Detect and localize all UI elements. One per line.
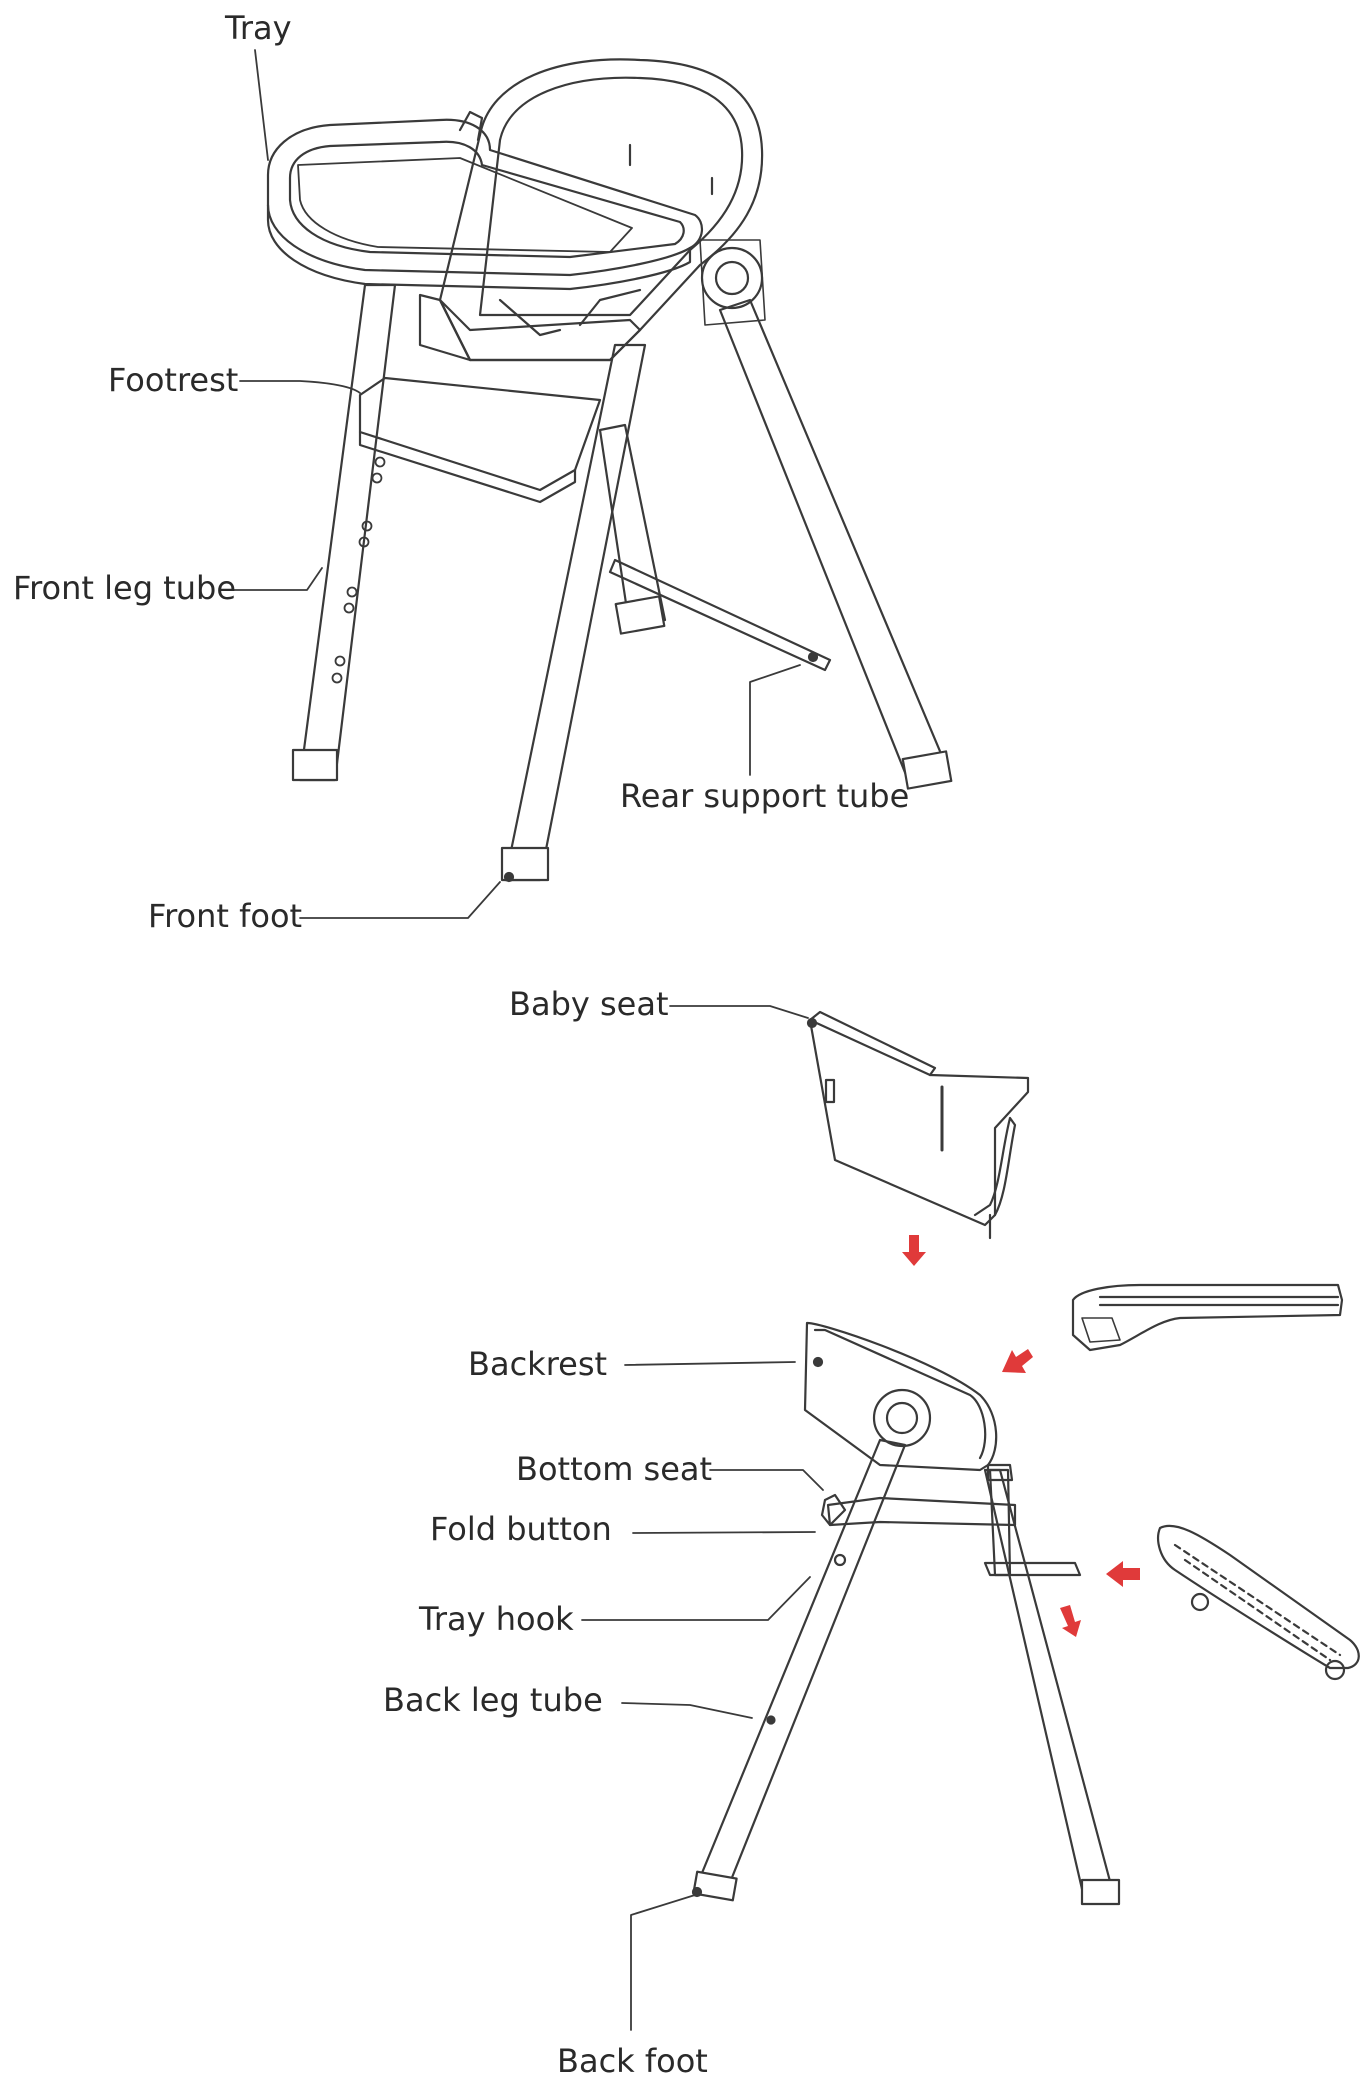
footrest-part [1157, 1524, 1360, 1681]
leader-front-leg-tube [227, 567, 323, 591]
label-tray-hook: Tray hook [419, 1600, 574, 1638]
seat-backrest-inner [478, 76, 744, 317]
leader-back-foot [630, 1894, 696, 2031]
seat-base [438, 298, 642, 362]
arrow-down-right [1060, 1605, 1081, 1637]
leader-tray-hook [581, 1576, 811, 1621]
baby-seat-part [806, 1010, 1030, 1240]
leader-back-leg-tube [621, 1702, 753, 1719]
footrest-shape [358, 376, 602, 492]
height-adjust-holes [331, 456, 386, 684]
label-rear-support-tube: Rear support tube [620, 777, 910, 815]
leader-baby-seat [669, 1005, 809, 1019]
front-left-leg [298, 283, 397, 782]
assembled-chair [266, 58, 953, 883]
leader-backrest [624, 1361, 796, 1366]
tray-part [1071, 1283, 1344, 1352]
assembly-arrows [902, 1235, 1140, 1637]
leader-rear-support-tube [749, 664, 801, 776]
label-front-foot: Front foot [148, 897, 303, 935]
seat-backrest-shell [438, 58, 764, 362]
arrow-footrest-in [1106, 1561, 1140, 1587]
label-tray: Tray [225, 9, 292, 47]
frame-assembly [691, 1321, 1121, 1906]
label-fold-button: Fold button [430, 1510, 612, 1548]
leader-footrest [239, 380, 361, 394]
rear-support-tube-shape [608, 558, 832, 672]
label-back-leg-tube: Back leg tube [383, 1681, 603, 1719]
label-backrest: Backrest [468, 1345, 608, 1383]
leader-front-foot [299, 881, 501, 919]
leader-fold-button [632, 1531, 816, 1534]
label-back-foot: Back foot [557, 2042, 708, 2080]
leader-tray [254, 49, 269, 161]
label-front-leg-tube: Front leg tube [13, 569, 236, 607]
arrow-down-seat [902, 1235, 926, 1266]
arrow-tray-in [1002, 1349, 1033, 1373]
tray-shape [266, 110, 703, 291]
leader-bottom-seat [709, 1469, 824, 1491]
leader-lines [227, 49, 824, 2031]
label-footrest: Footrest [108, 361, 239, 399]
label-bottom-seat: Bottom seat [516, 1450, 713, 1488]
rear-right-leg [718, 298, 952, 787]
label-baby-seat: Baby seat [509, 985, 669, 1023]
